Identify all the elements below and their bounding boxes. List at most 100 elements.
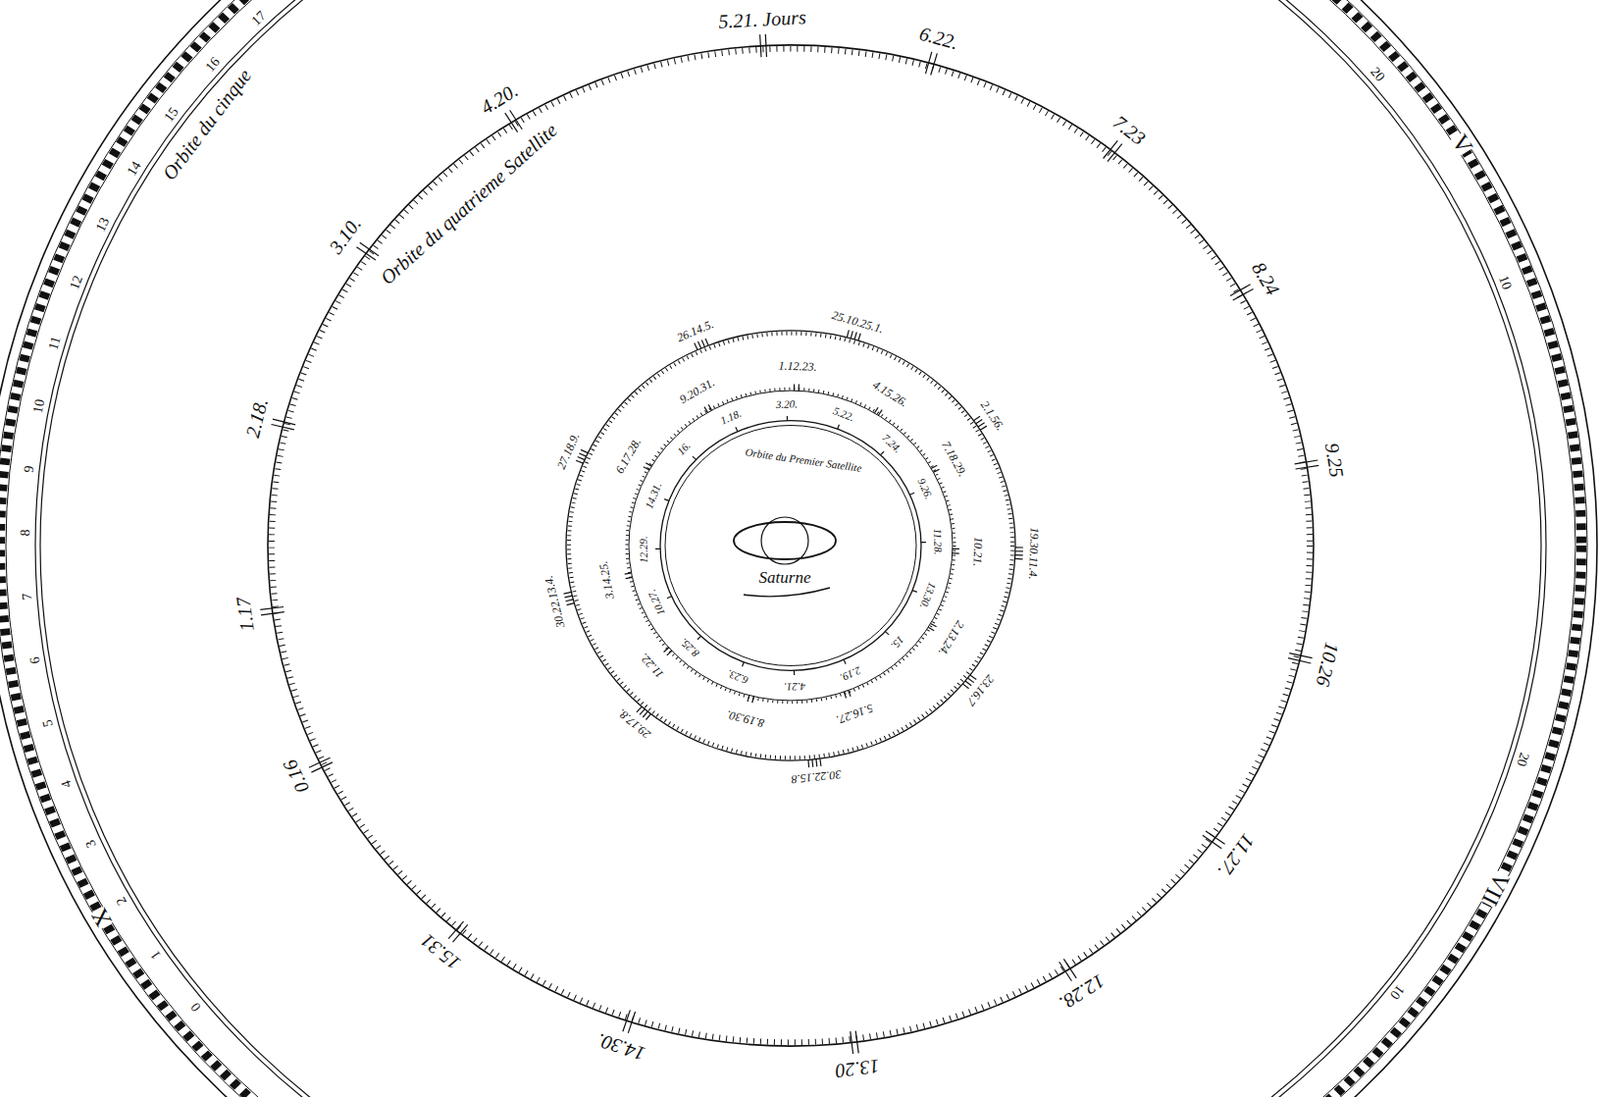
orbit-tick [664,499,670,502]
orbit-tick [962,683,969,689]
orbit-label: 25.10.25.1. [828,308,886,337]
orbit-tick [970,674,977,680]
third-orbit-ticks [568,333,1013,759]
orbit-label: 19.30.11.4. [1025,525,1041,581]
orbit-label: 9 [21,464,39,475]
orbit-tick [642,711,648,718]
orbit-label: 11.27. [1212,827,1260,881]
orbit-label: 30.22.13.4. [542,572,569,630]
band-inner-line [35,0,1547,1097]
orbit-tick [820,758,822,767]
orbit-tick [760,34,762,57]
orbit-tick [1103,140,1119,158]
band-line [5,0,1576,1097]
orbit-tick [645,714,651,721]
orbit-label: 5.22. [829,404,857,424]
orbit-tick [742,662,745,667]
orbit-tick [453,924,468,942]
orbit-tick [1230,284,1251,297]
orbit-label: 11.28. [930,527,944,557]
orbit-label: 20 [1512,749,1533,770]
orbit-label: 4.21. [782,679,807,693]
orbit-tick [356,247,375,260]
orbit-tick [854,332,857,340]
orbit-tick [874,407,878,413]
orbit-tick [271,423,295,429]
orbit-tick [1202,834,1222,849]
orbit-label: 3.14.25. [597,558,619,601]
orbit-tick [704,407,709,413]
orbit-tick [965,680,972,686]
fourth-orbit-ticks [271,49,1310,1043]
orbit-tick [1294,460,1319,465]
orbit-tick [578,453,586,457]
orbit-tick [912,590,918,593]
orbit-label: 6.22. [916,21,963,54]
orbit-label: 7 [19,591,37,602]
orbit-tick [921,541,927,543]
orbit-label: 0.16 [277,755,314,798]
orbit-label: 6.23. [724,667,752,687]
orbit-label: 9.26. [914,474,935,502]
orbit-label: 3.20. [774,398,799,412]
orbit-label: 9.20.31. [676,374,719,407]
orbit-tick [930,52,938,75]
fourth-orbit [267,45,1314,1046]
orbit-label: 6 [26,654,44,666]
orbit-tick [639,709,645,716]
orbit-tick [580,449,588,453]
orbit-label: 8 [17,527,34,537]
orbit-label: 11 [45,334,65,354]
orbit-label: 10 [30,396,50,415]
orbit-tick [811,759,814,768]
orbit-tick [697,635,701,639]
orbit-tick [786,415,788,421]
orbit-tick [952,552,960,555]
orbit-tick [793,383,795,391]
orbit-tick [976,419,983,424]
orbit-label: 1.18. [717,406,744,427]
saturn-ring [733,521,836,560]
orbit-tick [310,762,333,773]
orbit-label: 4.20. [475,78,523,120]
orbit-tick [667,596,672,599]
orbit-tick [624,572,632,574]
orbit-label: 30.22.15.8 [789,766,843,785]
orbit-label: 15 [160,103,183,126]
orbit-label: 2.18. [240,395,272,441]
orbit-tick [575,460,583,464]
orbit-label: 16. [673,438,694,459]
orbit-label: 15. [887,632,908,653]
orbit-tick [1015,546,1024,548]
second-orbit-ticks [626,388,955,703]
orbit-label: 27.18.9. [555,429,584,472]
orbit-tick [1288,658,1311,664]
orbit-tick [815,759,818,768]
orbit-tick [848,690,851,697]
orbit-tick [694,343,698,351]
orbit-tick [1107,144,1123,162]
orbit-tick [664,647,670,652]
first-orbit [660,420,922,671]
orbit-tick [880,451,884,455]
orbit-tick [884,631,889,635]
orbit-label: 2 [112,892,131,909]
orbit-tick [850,1031,854,1054]
third-orbit [566,330,1016,761]
second-orbit [628,390,953,701]
orbit-label: 16 [202,53,225,77]
orbit-tick [1015,554,1024,557]
orbit-tick [930,464,937,468]
orbit-tick [655,548,661,550]
orbit-tick [843,659,846,664]
orbit-label: 7.18.29. [937,438,970,481]
orbit-label: 2.13.24. [933,617,967,659]
orbit-tick [932,468,939,472]
orbit-label: 20 [1365,63,1389,87]
orbit-tick [701,339,705,347]
orbit-tick [1289,653,1312,659]
